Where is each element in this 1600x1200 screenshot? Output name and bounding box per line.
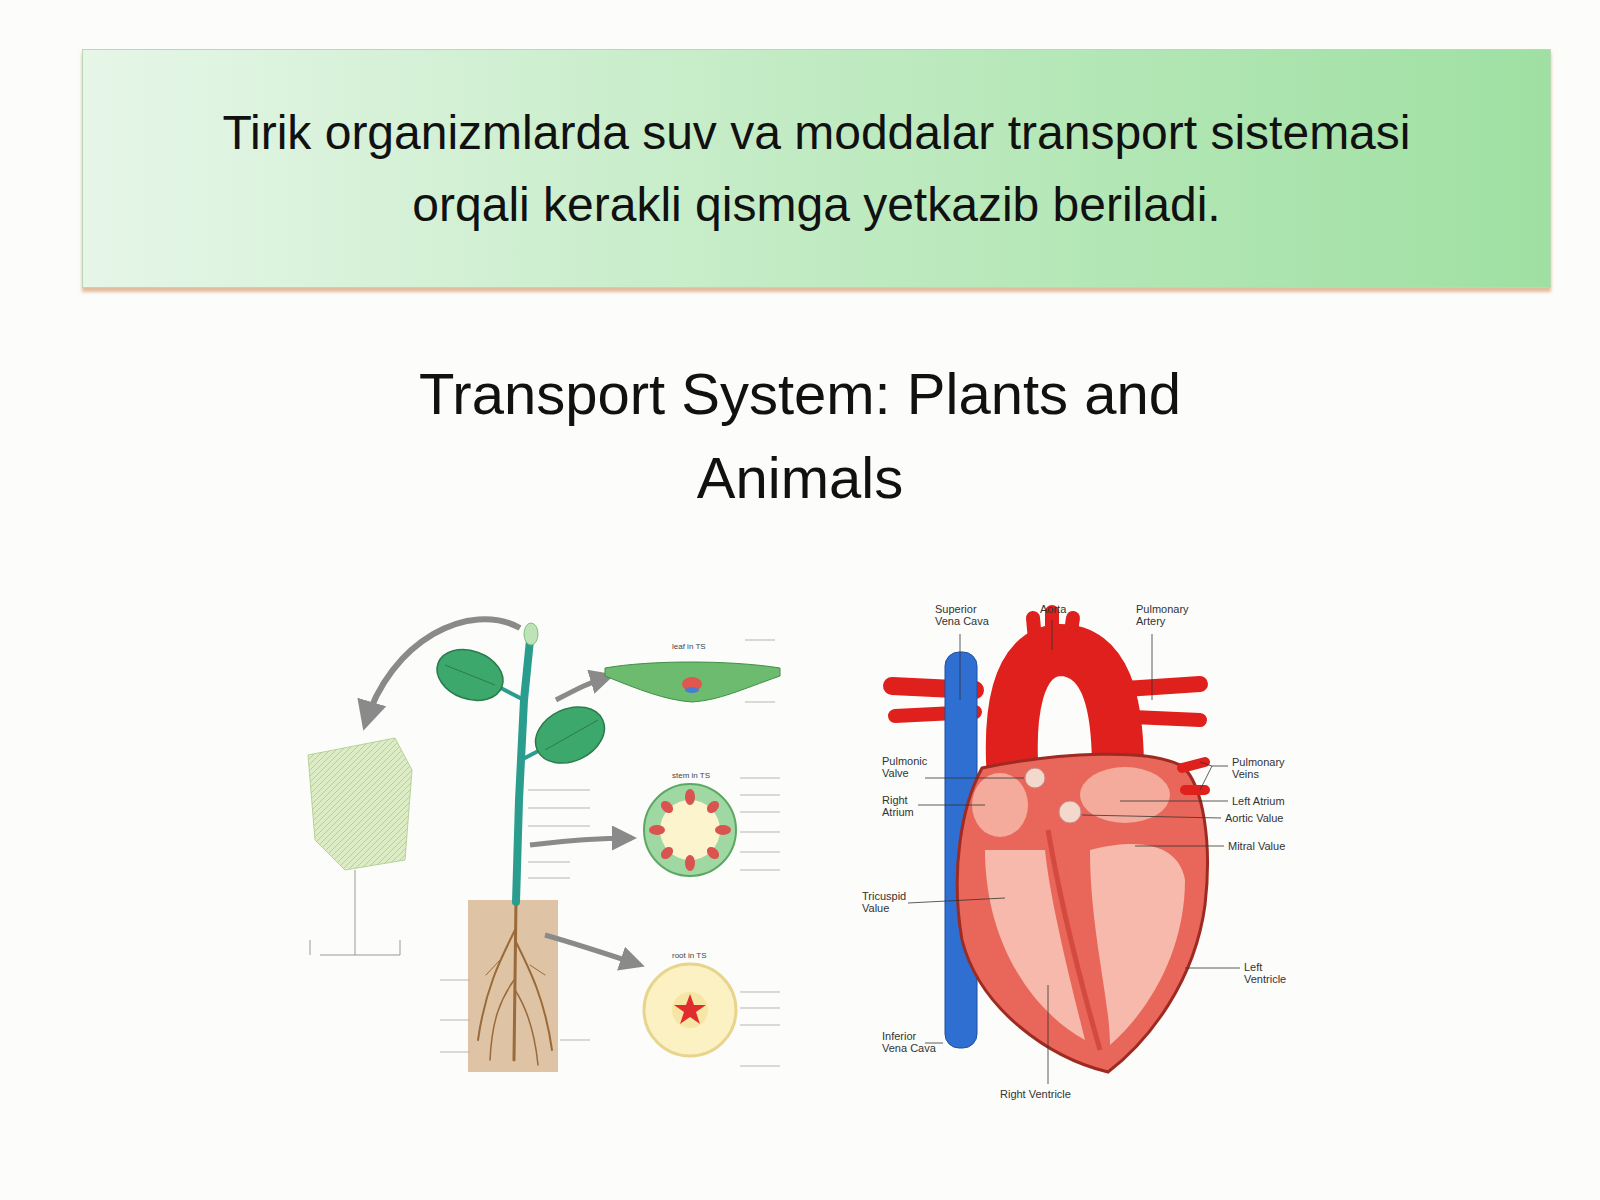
part-label: Inferior Vena Cava [882, 1030, 938, 1054]
part-label: Aortic Value [1225, 812, 1305, 824]
part-label: Left Ventricle [1244, 961, 1296, 985]
banner-box: Tirik organizmlarda suv va moddalar tran… [82, 49, 1551, 288]
part-label: Pulmonary Artery [1136, 603, 1198, 627]
part-label: Superior Vena Cava [935, 603, 997, 627]
part-label: Mitral Value [1228, 840, 1308, 852]
slide-title: Transport System: Plants and Animals [360, 352, 1240, 520]
part-label: Pulmonic Valve [882, 755, 938, 779]
part-label: Aorta [1040, 603, 1080, 615]
part-label: Left Atrium [1232, 795, 1312, 807]
heart-illustration [892, 612, 1240, 1084]
banner-text: Tirik organizmlarda suv va moddalar tran… [192, 97, 1442, 241]
part-label: Right Atrium [882, 794, 932, 818]
part-label: Pulmonary Veins [1232, 756, 1294, 780]
section-label: leaf in TS [672, 643, 732, 652]
plant-illustration [308, 619, 780, 1072]
part-label: Tricuspid Value [862, 890, 918, 914]
part-label: Right Ventricle [1000, 1088, 1100, 1100]
section-label: stem in TS [672, 772, 732, 781]
section-label: root in TS [672, 952, 732, 961]
